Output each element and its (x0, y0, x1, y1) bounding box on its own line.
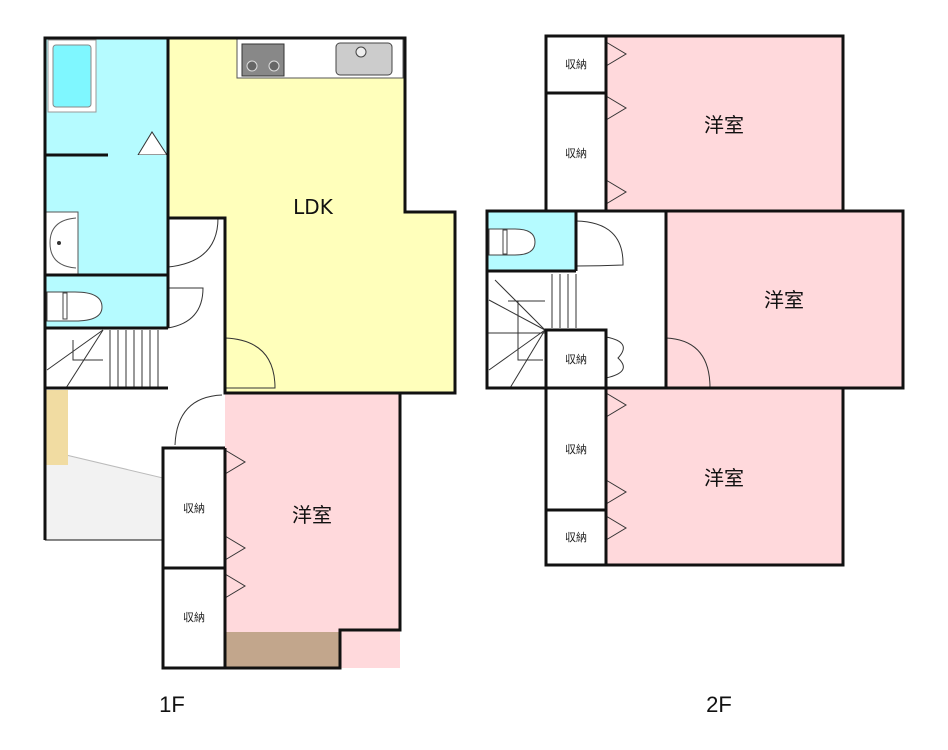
bathtub-inner (52, 44, 92, 108)
ldk-room (168, 38, 455, 393)
shoe-cabinet (45, 390, 68, 465)
closet-label: 収納 (565, 353, 587, 366)
floor-2f: 収納 収納 収納 収納 収納 洋室 洋室 洋室 2F (485, 34, 905, 717)
door-swing (174, 394, 223, 446)
western-room-label: 洋室 (704, 466, 744, 490)
closet-1f-a (163, 448, 225, 568)
stairs-2f (487, 274, 577, 389)
stove-icon (241, 43, 285, 77)
sink-kitchen-icon (335, 42, 393, 76)
closet-label: 収納 (565, 147, 587, 160)
western-room-2f-north (606, 36, 843, 211)
door-swing (167, 217, 219, 329)
door-swing (665, 337, 711, 389)
western-room-2f-south (606, 388, 843, 565)
stairs-1f (45, 328, 168, 389)
door-swing (575, 220, 624, 267)
door-swing (605, 336, 624, 379)
western-room-label: 洋室 (764, 288, 804, 312)
closet-1f-b (163, 568, 225, 668)
western-room-2f-east (666, 211, 903, 388)
floor-label-1f: 1F (159, 692, 185, 717)
closet-label: 収納 (183, 611, 205, 624)
ldk-label: LDK (293, 195, 334, 219)
folding-door (605, 41, 627, 541)
closet-label: 収納 (565, 443, 587, 456)
western-room-label: 洋室 (292, 503, 332, 527)
door-swing (224, 337, 276, 389)
floor-label-2f: 2F (706, 692, 732, 717)
toilet-icon (488, 228, 536, 256)
walls-1f (43, 36, 457, 670)
closet-label: 収納 (565, 531, 587, 544)
toilet-icon (46, 291, 103, 322)
folding-door (224, 449, 246, 599)
balcony (226, 632, 340, 668)
western-room-1f (225, 393, 400, 668)
closet-label: 収納 (183, 502, 205, 515)
western-room-label: 洋室 (704, 113, 744, 137)
walls-2f (485, 34, 905, 567)
floor-1f: LDK 洋室 収納 収納 1F (43, 36, 457, 717)
closet-label: 収納 (565, 58, 587, 71)
